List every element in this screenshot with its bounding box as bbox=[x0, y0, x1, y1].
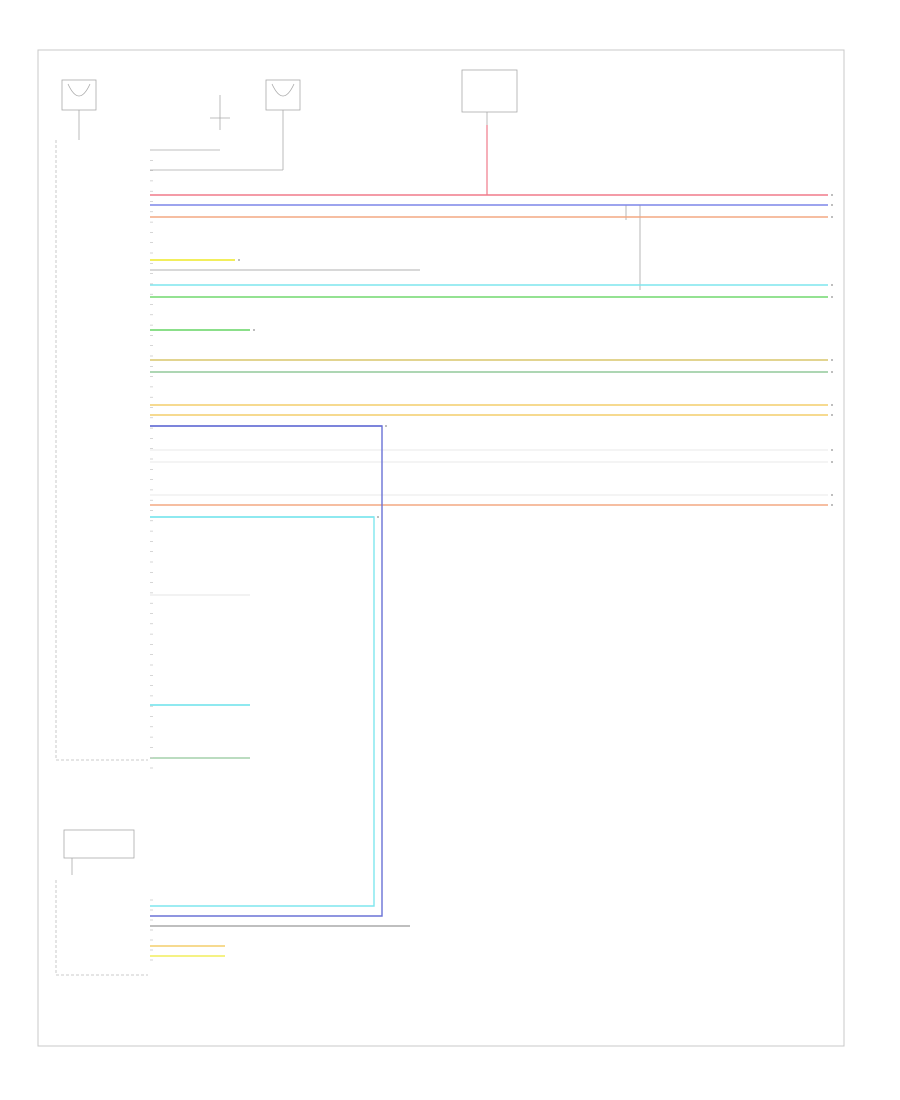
bottom-module-symbol bbox=[63, 829, 135, 875]
wire-end-marker bbox=[385, 425, 387, 427]
wire-end-marker bbox=[831, 404, 833, 406]
module-outline-lower bbox=[55, 880, 148, 976]
speaker-left-symbol bbox=[61, 79, 97, 140]
wire-end-marker bbox=[377, 516, 379, 518]
wire-end-marker bbox=[831, 504, 833, 506]
wire-end-marker bbox=[253, 329, 255, 331]
wire-end-marker bbox=[831, 284, 833, 286]
wire-end-marker bbox=[831, 461, 833, 463]
antenna-symbol bbox=[150, 95, 230, 151]
wire-end-marker bbox=[831, 204, 833, 206]
wire-end-marker bbox=[831, 414, 833, 416]
navy-vertical-wire bbox=[150, 425, 383, 917]
speaker-right-symbol bbox=[150, 79, 301, 171]
cyan-vertical-wire bbox=[150, 516, 375, 907]
wire-end-marker bbox=[831, 371, 833, 373]
wire-end-marker bbox=[831, 216, 833, 218]
wire-end-marker bbox=[831, 194, 833, 196]
connector-pins bbox=[150, 149, 153, 961]
wire-group bbox=[150, 194, 833, 518]
wire-end-marker bbox=[831, 296, 833, 298]
diagram-frame bbox=[37, 49, 845, 1047]
wire-end-marker bbox=[831, 449, 833, 451]
power-box-symbol bbox=[461, 69, 518, 125]
wire-end-marker bbox=[238, 259, 240, 261]
wire-end-marker bbox=[831, 494, 833, 496]
wire-end-marker bbox=[831, 359, 833, 361]
module-outline bbox=[55, 140, 148, 761]
